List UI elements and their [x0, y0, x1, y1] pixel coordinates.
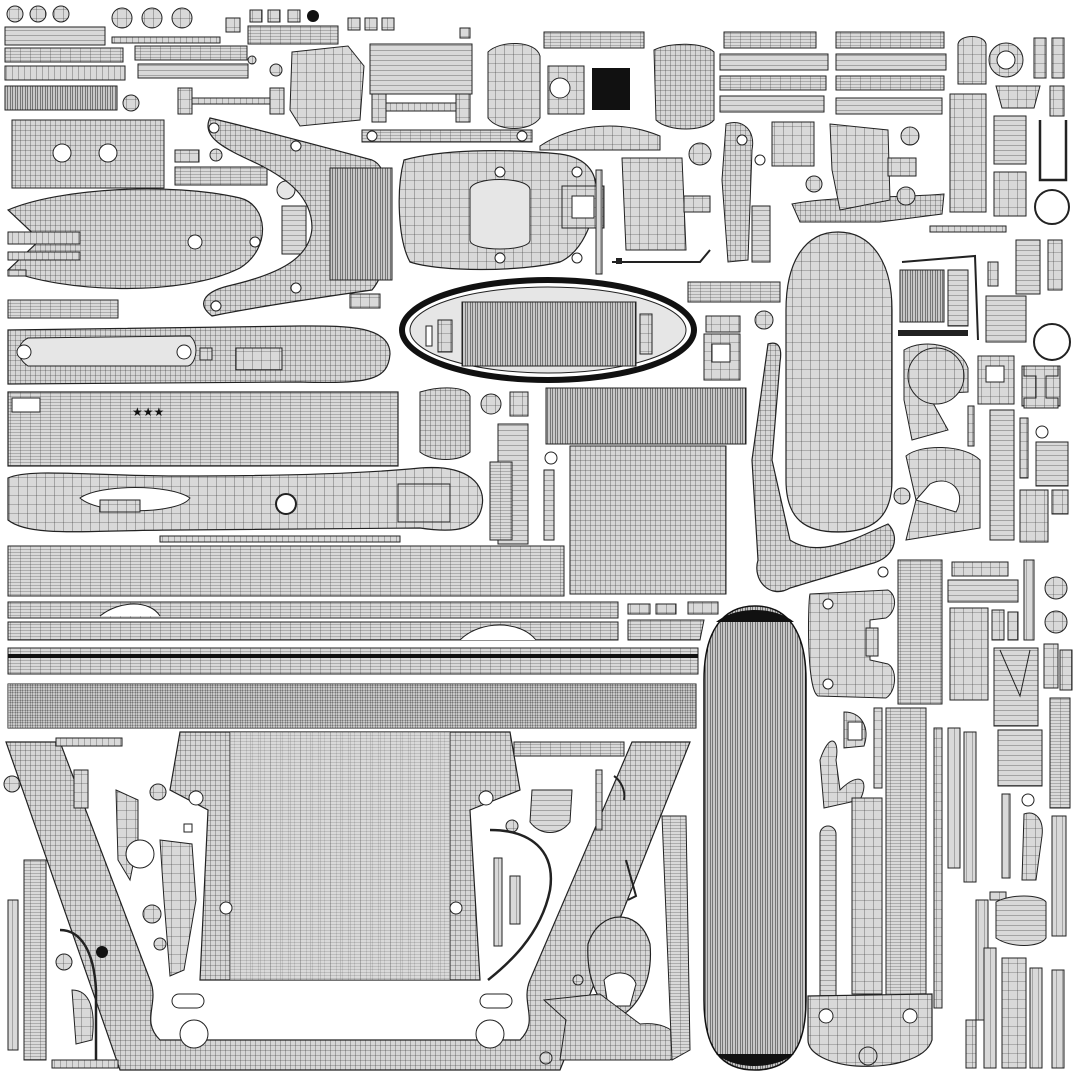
- island-right-center: [703, 310, 1069, 593]
- island-bottom-right-bracket: [807, 993, 933, 1067]
- island-top-left-cluster: [4, 5, 533, 189]
- island-seat: [398, 150, 605, 275]
- svg-text:★★★: ★★★: [132, 405, 164, 419]
- island-fork-upper: [7, 117, 393, 319]
- island-lower-hull: [3, 731, 691, 1071]
- island-center-grids: [7, 387, 747, 729]
- island-left-bars: ★★★: [7, 325, 565, 597]
- island-left-hull: [6, 180, 307, 290]
- island-top-center-parts: [487, 31, 947, 303]
- island-dark-capsule: [703, 605, 807, 1071]
- island-right-mid-column: [807, 559, 1073, 1069]
- island-far-right-column: [949, 36, 1071, 407]
- island-oval-ring: [399, 277, 697, 383]
- island-right-capsule: [785, 123, 1027, 533]
